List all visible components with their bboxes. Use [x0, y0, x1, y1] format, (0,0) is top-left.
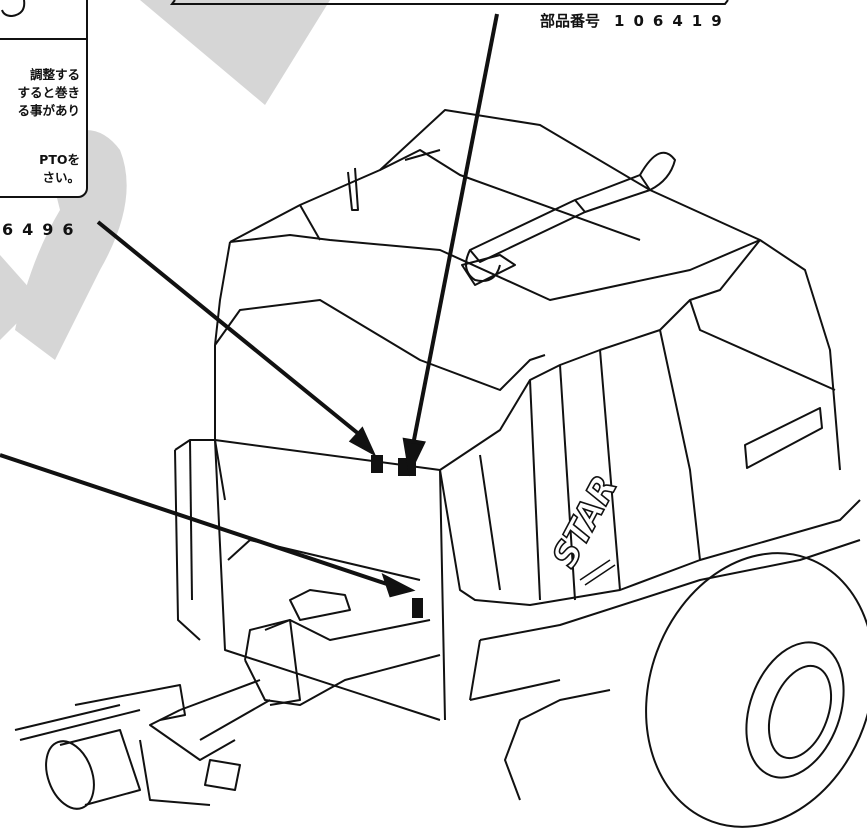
part-number-left: 6496 — [2, 220, 83, 239]
gear-icon — [1, 0, 26, 18]
part-number-label: 部品番号 — [540, 12, 601, 30]
baler-body — [14, 109, 867, 828]
warning-line-2: すると巻き — [17, 85, 80, 100]
leader-arrows — [0, 13, 499, 598]
warning-line-4: PTOを — [39, 152, 80, 167]
warning-line-1: 調整する — [29, 67, 80, 82]
warning-line-3: る事があり — [17, 103, 80, 118]
part-number-right: 部品番号 106419 — [540, 10, 731, 31]
warning-label: 調整する すると巻き る事があり PTOを さい。 — [0, 0, 88, 198]
label-divider — [0, 38, 86, 40]
part-number-value: 106419 — [614, 12, 731, 30]
warning-line-5: さい。 — [42, 170, 80, 185]
grey-swoosh — [0, 0, 330, 360]
